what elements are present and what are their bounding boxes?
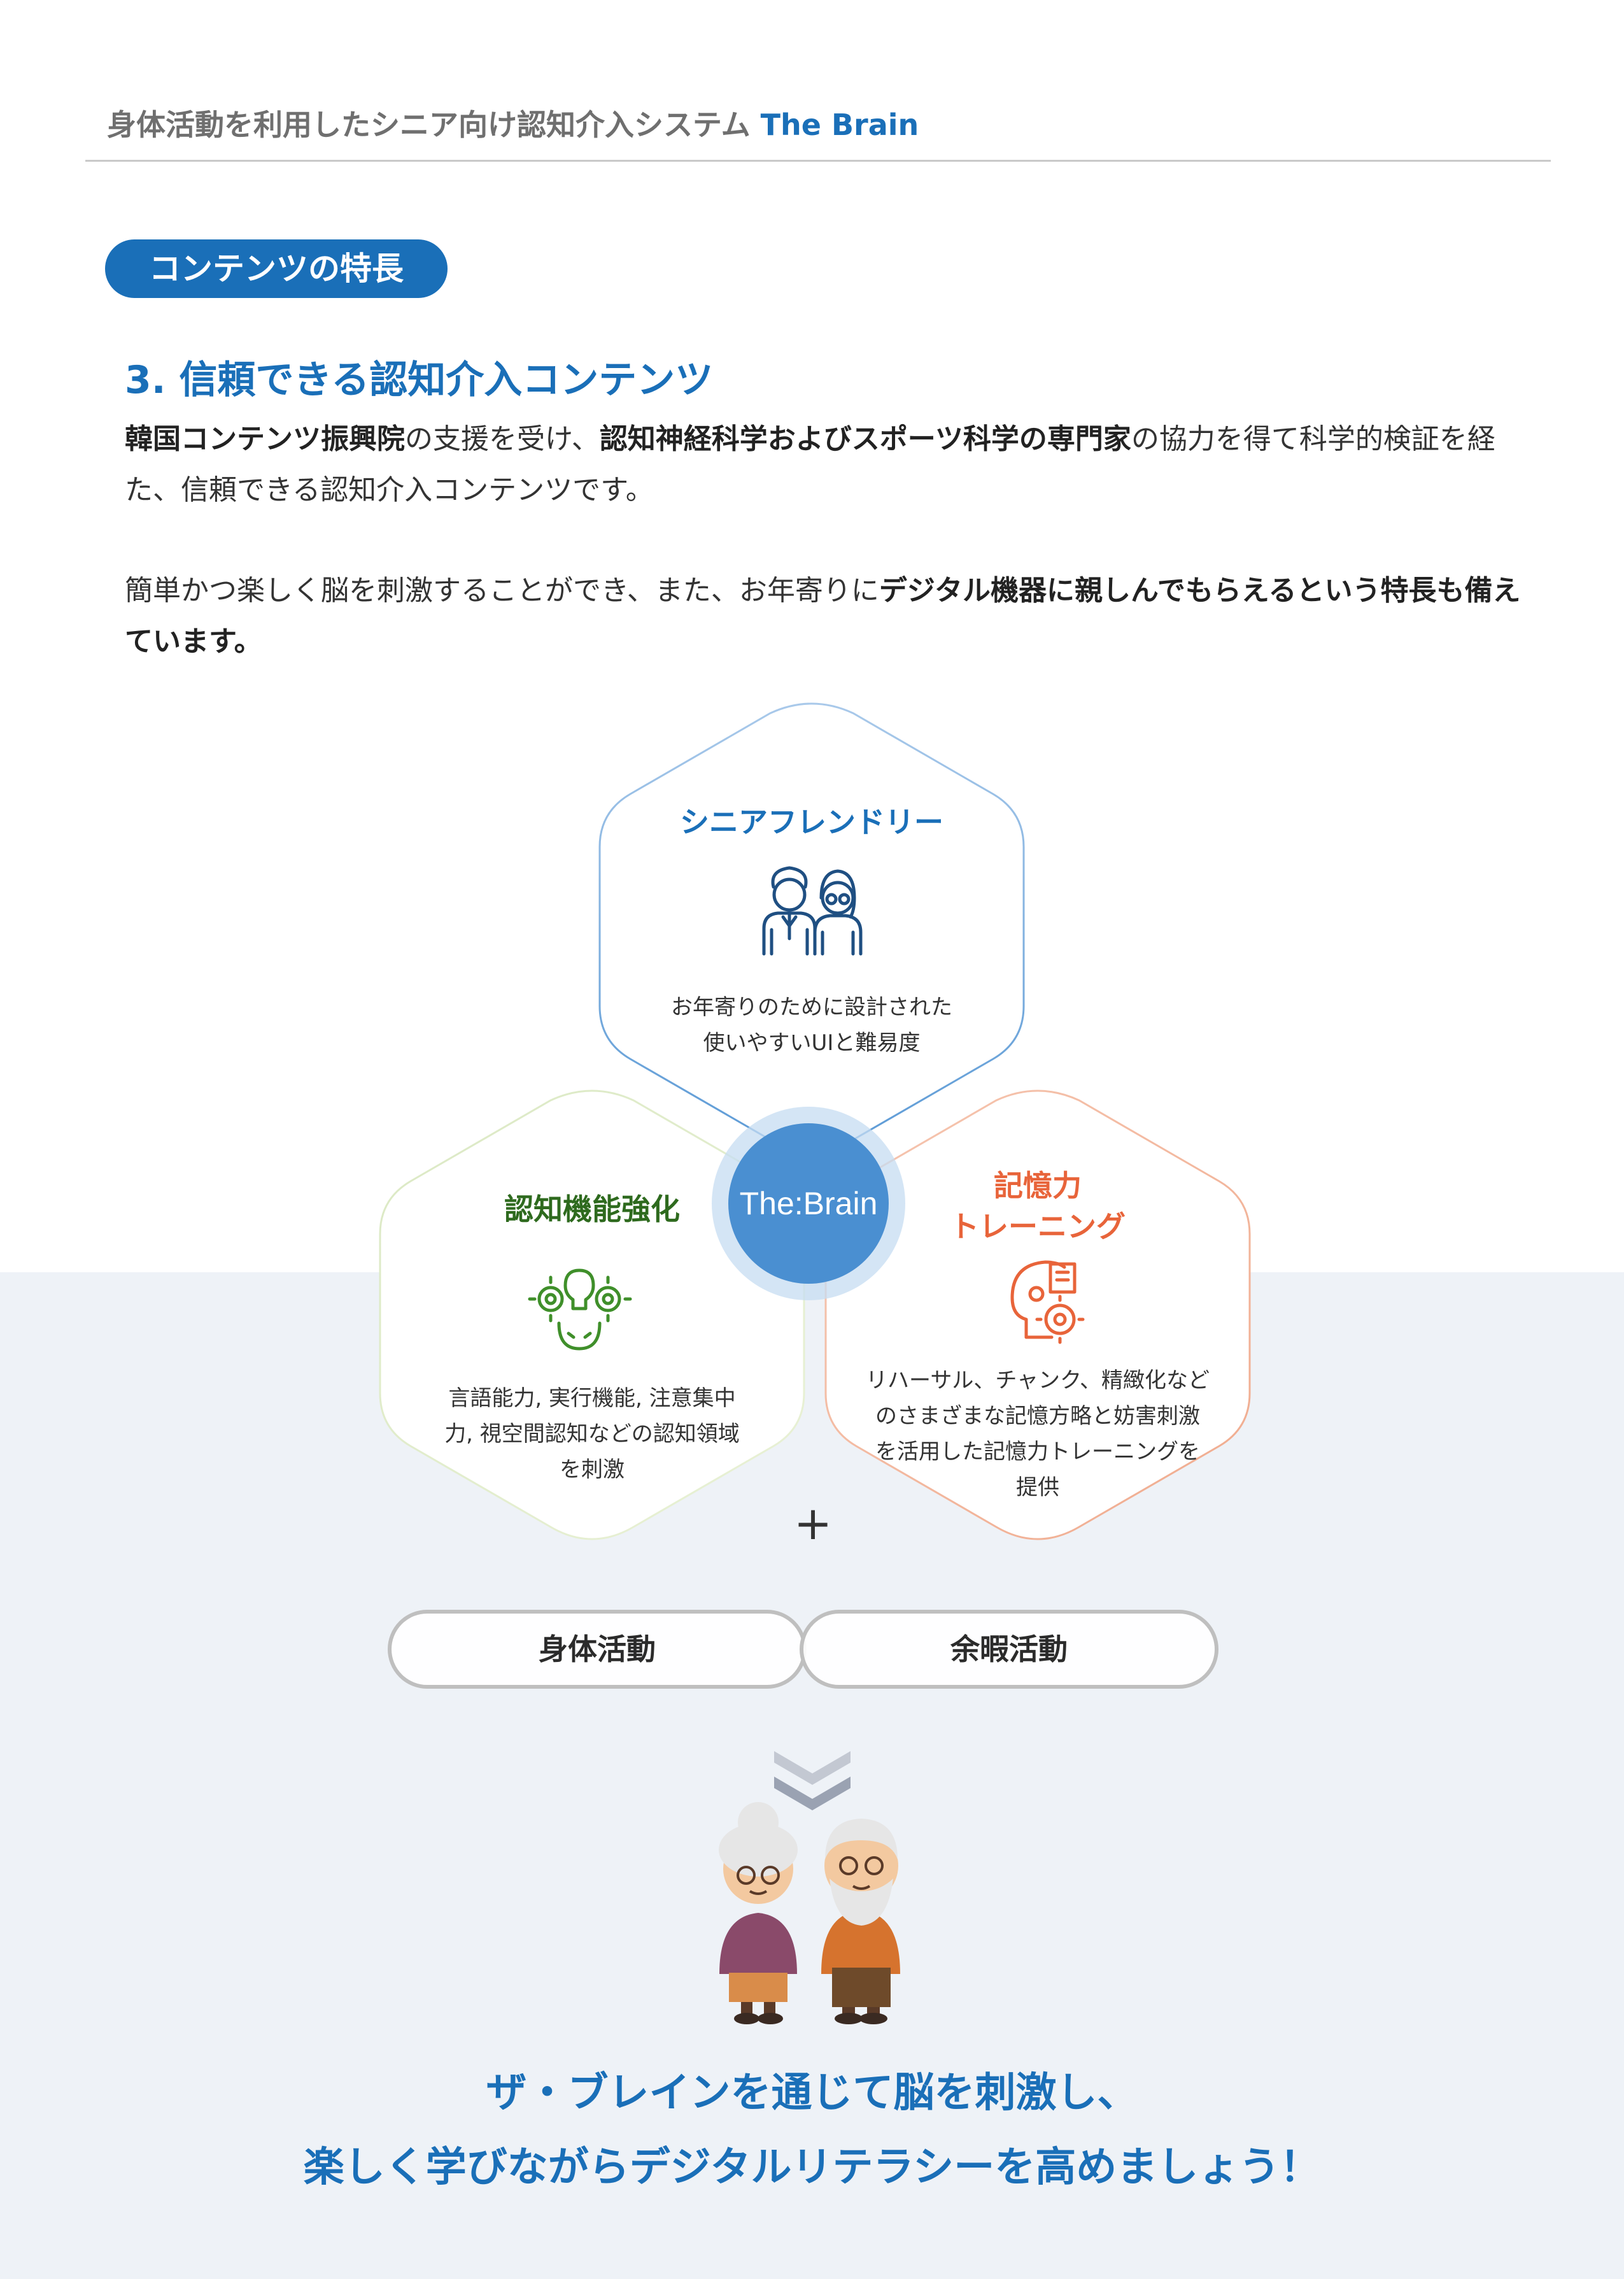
hex-right-desc-line2: のさまざまな記憶方略と妨害刺激 — [875, 1403, 1200, 1429]
closing-line-1: ザ・ブレインを通じて脳を刺激し、 — [486, 2070, 1138, 2117]
double-chevron-down-icon — [774, 1751, 851, 1810]
hex-left-title: 認知機能強化 — [504, 1192, 680, 1226]
paragraph-2: 簡単かつ楽しく脳を刺激することができ、また、お年寄りにデジタル機器に親しんでもら… — [125, 565, 1525, 667]
memory-gear-head-icon — [1010, 1260, 1085, 1344]
paragraph-1: 韓国コンテンツ振興院の支援を受け、認知神経科学およびスポーツ科学の専門家の協力を… — [125, 414, 1525, 516]
para1-bold-1: 韓国コンテンツ振興院 — [125, 423, 405, 455]
header-divider — [85, 160, 1551, 162]
elderly-couple-illustration — [719, 1802, 900, 2024]
header-brand: The Brain — [760, 108, 919, 142]
hex-left-desc-line2: 力, 視空間認知などの認知領域 — [444, 1421, 740, 1447]
header-title: 身体活動を利用したシニア向け認知介入システム The Brain — [107, 102, 919, 144]
center-logo-text: The:Brain — [740, 1186, 878, 1221]
para1-text-2: の協力を得て科学的検証を経た、信頼できる認知介入コンテンツです。 — [125, 423, 1495, 506]
hex-right-title: 記憶力 トレーニング — [847, 1165, 1229, 1247]
feature-diagram: The:Brain — [379, 702, 1251, 2024]
plus-sign: + — [793, 1496, 833, 1550]
hex-right-desc: リハーサル、チャンク、精緻化など のさまざまな記憶方略と妨害刺激 を活用した記憶… — [847, 1363, 1229, 1505]
activity-physical-pill: 身体活動 — [388, 1610, 807, 1689]
para2-text-1: 簡単かつ楽しく脳を刺激することができ、また、お年寄りに — [125, 574, 879, 607]
hexagon-cognitive — [379, 1090, 805, 1540]
brain-gears-icon — [528, 1268, 632, 1351]
hex-right-desc-line1: リハーサル、チャンク、精緻化など — [866, 1368, 1210, 1393]
hex-top-title: シニアフレンドリー — [680, 805, 943, 839]
section-heading: 3. 信頼できる認知介入コンテンツ — [125, 358, 714, 402]
hex-left-desc-line3: を刺激 — [560, 1457, 625, 1482]
hex-top-desc-line2: 使いやすいUIと難易度 — [703, 1030, 921, 1056]
hex-right-title-line2: トレーニング — [950, 1209, 1126, 1244]
para1-bold-2: 認知神経科学およびスポーツ科学の専門家 — [599, 423, 1131, 455]
hex-left-desc: 言語能力, 実行機能, 注意集中 力, 視空間認知などの認知領域 を刺激 — [401, 1381, 783, 1487]
para2-bold-1: デジタル機器に親しんでもらえるという特長も備えています。 — [125, 574, 1521, 658]
center-logo-circle — [728, 1123, 889, 1284]
hex-right-desc-line3: を活用した記憶力トレーニングを — [875, 1439, 1200, 1465]
section-label-pill: コンテンツの特長 — [105, 239, 448, 298]
hex-top-desc: お年寄りのために設計された 使いやすいUIと難易度 — [621, 990, 1003, 1061]
hex-left-desc-line1: 言語能力, 実行機能, 注意集中 — [448, 1386, 736, 1411]
hex-right-title-line1: 記憶力 — [994, 1168, 1082, 1203]
header-title-text: 身体活動を利用したシニア向け認知介入システム — [107, 108, 751, 142]
closing-line-2: 楽しく学びながらデジタルリテラシーを高めましょう！ — [303, 2144, 1321, 2191]
hex-top-desc-line1: お年寄りのために設計された — [671, 995, 952, 1020]
para1-text-1: の支援を受け、 — [405, 423, 600, 455]
senior-couple-icon — [762, 866, 863, 956]
activity-leisure-pill: 余暇活動 — [800, 1610, 1218, 1689]
hex-right-desc-line4: 提供 — [1016, 1475, 1059, 1500]
hexagon-senior-friendly — [598, 702, 1025, 1153]
